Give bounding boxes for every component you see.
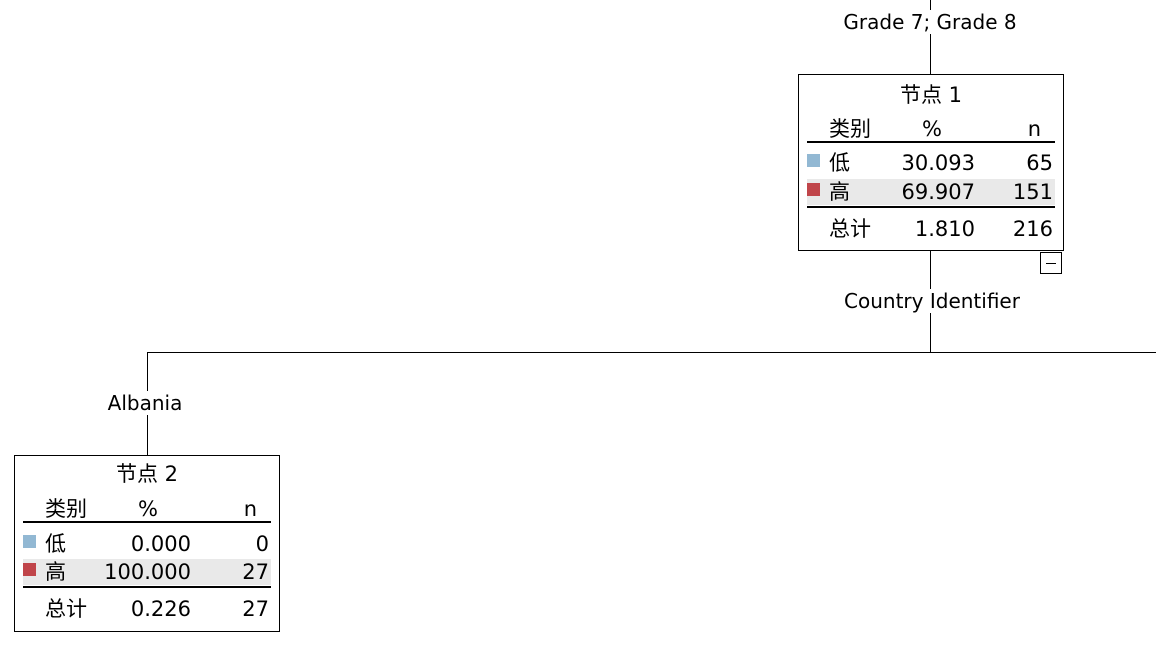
high-color-swatch — [807, 183, 820, 196]
category-n: 27 — [242, 560, 269, 584]
header-category: 类别 — [45, 497, 87, 521]
total-row: 总计 0.226 27 — [23, 596, 271, 622]
tree-node-1[interactable]: 节点 1 类别 % n 低 30.093 65 高 69.907 151 总计 … — [798, 74, 1064, 251]
edge-label-top-split: Grade 7; Grade 8 — [841, 10, 1019, 34]
edge-line-top — [930, 0, 931, 74]
category-label: 低 — [829, 151, 850, 175]
category-n: 0 — [255, 532, 269, 556]
total-label: 总计 — [45, 597, 87, 621]
high-color-swatch — [23, 563, 36, 576]
total-separator — [807, 206, 1055, 208]
low-color-swatch — [807, 154, 820, 167]
node-title: 节点 1 — [899, 83, 963, 107]
category-percent: 69.907 — [901, 180, 975, 204]
header-category: 类别 — [829, 117, 871, 141]
total-n: 27 — [242, 597, 269, 621]
total-row: 总计 1.810 216 — [807, 216, 1055, 242]
total-separator — [23, 586, 271, 588]
category-label: 高 — [829, 180, 850, 204]
category-n: 65 — [1026, 151, 1053, 175]
category-percent: 0.000 — [130, 532, 191, 556]
node-title: 节点 2 — [115, 462, 179, 486]
collapse-node-1-button[interactable] — [1040, 252, 1062, 274]
header-n: n — [243, 497, 257, 521]
header-separator — [807, 141, 1055, 143]
total-n: 216 — [1012, 217, 1053, 241]
tree-node-2[interactable]: 节点 2 类别 % n 低 0.000 0 高 100.000 27 总计 0.… — [14, 455, 280, 632]
split-horizontal-line — [147, 352, 1156, 353]
edge-label-split-variable: Country Identifier — [842, 289, 1022, 313]
total-label: 总计 — [829, 217, 871, 241]
category-row-low: 低 30.093 65 — [807, 150, 1055, 176]
category-label: 高 — [45, 560, 66, 584]
category-row-high: 高 69.907 151 — [807, 179, 1055, 205]
node-header-row: 类别 % n — [807, 116, 1055, 142]
total-percent: 1.810 — [914, 217, 975, 241]
node-header-row: 类别 % n — [23, 496, 271, 522]
category-percent: 100.000 — [104, 560, 191, 584]
edge-label-albania: Albania — [105, 391, 185, 415]
category-row-high: 高 100.000 27 — [23, 559, 271, 585]
total-percent: 0.226 — [130, 597, 191, 621]
low-color-swatch — [23, 535, 36, 548]
category-label: 低 — [45, 532, 66, 556]
category-n: 151 — [1012, 180, 1053, 204]
header-percent: % — [922, 117, 942, 141]
header-n: n — [1027, 117, 1041, 141]
header-percent: % — [138, 497, 158, 521]
category-row-low: 低 0.000 0 — [23, 531, 271, 557]
header-separator — [23, 521, 271, 523]
category-percent: 30.093 — [901, 151, 975, 175]
